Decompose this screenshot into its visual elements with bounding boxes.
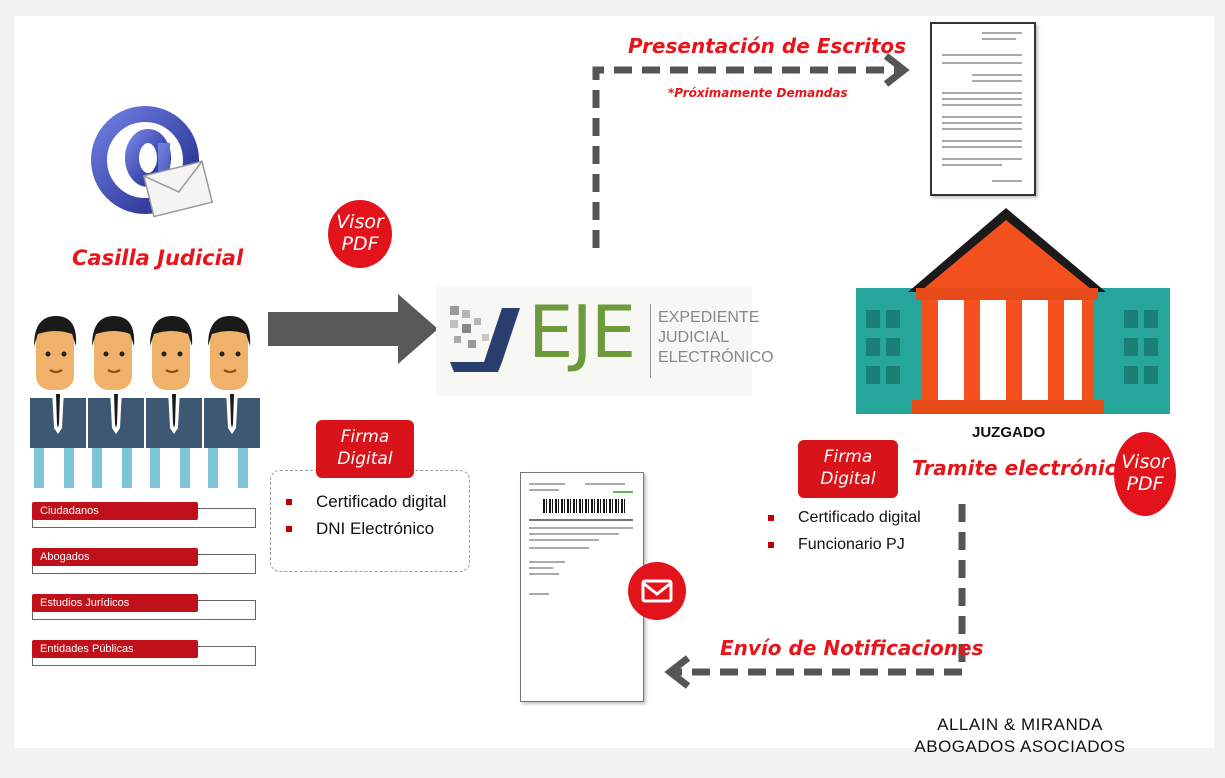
firma-digital-badge-right: Firma Digital	[798, 440, 898, 498]
eje-logo: EJE EXPEDIENTE JUDICIAL ELECTRÓNICO	[436, 286, 774, 396]
role-abogados: Abogados	[32, 548, 256, 574]
eje-logo-text: EJE	[528, 290, 636, 374]
footer-line2: ABOGADOS ASOCIADOS	[914, 737, 1126, 756]
list-item: Certificado digital	[286, 488, 446, 515]
role-label: Ciudadanos	[32, 502, 198, 520]
person-icon	[204, 316, 260, 488]
eje-subtitle-line1: EXPEDIENTE	[658, 309, 760, 326]
role-estudios-juridicos: Estudios Jurídicos	[32, 594, 256, 620]
laptop-logo-icon	[450, 306, 520, 372]
mail-circle-icon	[628, 562, 686, 620]
notification-document-icon	[520, 472, 644, 702]
eje-subtitle: EXPEDIENTE JUDICIAL ELECTRÓNICO	[658, 308, 774, 368]
firma-line2: Digital	[820, 469, 876, 490]
people-group	[24, 310, 264, 490]
visor-pdf-line2: PDF	[341, 233, 379, 255]
juzgado-label: JUZGADO	[972, 424, 1046, 441]
role-label: Entidades Públicas	[32, 640, 198, 658]
visor-pdf-badge-left: Visor PDF	[328, 200, 392, 268]
visor-pdf-line2: PDF	[1126, 473, 1164, 495]
bullet-icon	[768, 541, 774, 548]
eje-subtitle-line3: ELECTRÓNICO	[658, 349, 774, 366]
bullet-icon	[286, 525, 292, 532]
firma-right-list: Certificado digital Funcionario PJ	[768, 504, 921, 558]
role-label: Abogados	[32, 548, 198, 566]
person-icon	[146, 316, 202, 488]
firma-left-list: Certificado digital DNI Electrónico	[286, 488, 446, 542]
casilla-judicial-label: Casilla Judicial	[72, 246, 244, 270]
eje-divider	[650, 304, 651, 378]
firma-line1: Firma	[340, 427, 390, 447]
tramite-label: Tramite electrónico	[912, 456, 1131, 480]
list-item: DNI Electrónico	[286, 515, 446, 542]
envio-arrow	[664, 504, 966, 689]
visor-pdf-line1: Visor	[336, 211, 384, 234]
firma-line1: Firma	[823, 447, 873, 467]
presentacion-arrow	[592, 53, 910, 248]
barcode-icon	[543, 499, 627, 513]
list-item: Funcionario PJ	[768, 531, 921, 558]
person-icon	[30, 316, 86, 488]
courthouse-icon	[856, 208, 1170, 414]
footer-brand: ALLAIN & MIRANDA ABOGADOS ASOCIADOS	[890, 714, 1150, 758]
list-item-text: Certificado digital	[798, 508, 921, 526]
role-entidades-publicas: Entidades Públicas	[32, 640, 256, 666]
list-item: Certificado digital	[768, 504, 921, 531]
presentacion-label: Presentación de Escritos	[628, 34, 907, 58]
bullet-icon	[286, 498, 292, 505]
firma-digital-badge-left: Firma Digital	[316, 420, 414, 478]
footer-line1: ALLAIN & MIRANDA	[937, 715, 1103, 734]
eje-subtitle-line2: JUDICIAL	[658, 329, 730, 346]
person-icon	[88, 316, 144, 488]
list-item-text: Certificado digital	[316, 491, 447, 511]
submit-arrow	[268, 294, 438, 364]
visor-pdf-line1: Visor	[1121, 451, 1169, 474]
proximamente-label: *Próximamente Demandas	[668, 86, 848, 100]
bullet-icon	[768, 514, 774, 521]
firma-line2: Digital	[337, 449, 393, 470]
document-icon	[930, 22, 1036, 196]
envio-label: Envío de Notificaciones	[720, 636, 984, 660]
role-label: Estudios Jurídicos	[32, 594, 198, 612]
envelope-icon	[142, 160, 214, 218]
email-at-icon	[90, 88, 220, 238]
list-item-text: DNI Electrónico	[316, 518, 435, 538]
role-ciudadanos: Ciudadanos	[32, 502, 256, 528]
list-item-text: Funcionario PJ	[798, 535, 905, 553]
visor-pdf-badge-right: Visor PDF	[1114, 432, 1176, 516]
